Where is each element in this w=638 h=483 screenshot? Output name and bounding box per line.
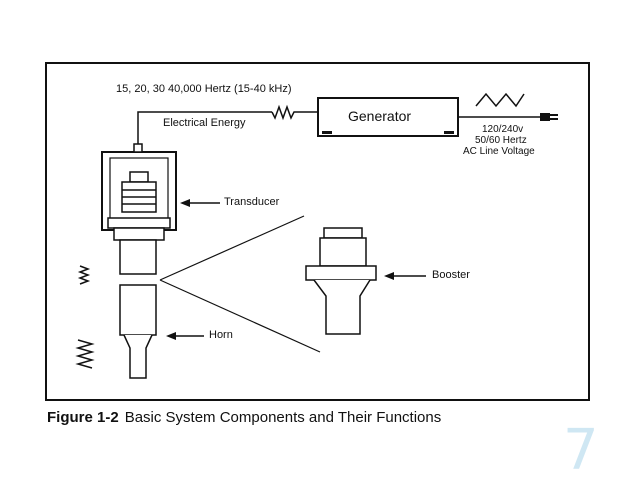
horn-arrow (166, 332, 204, 340)
transducer-stack (107, 171, 171, 275)
page-number: 7 (563, 418, 599, 483)
frequency-label: 15, 20, 30 40,000 Hertz (15-40 kHz) (116, 83, 292, 95)
horn (119, 284, 157, 379)
plug-icon (540, 113, 558, 121)
figure-number: Figure 1-2 (47, 409, 119, 426)
power-label-line3: AC Line Voltage (463, 146, 535, 157)
transducer-label: Transducer (224, 196, 280, 208)
transducer-connector (133, 143, 143, 153)
zoom-lines (159, 215, 321, 353)
figure-caption-text: Basic System Components and Their Functi… (124, 409, 442, 426)
electrical-energy-label: Electrical Energy (163, 117, 246, 129)
electrical-wire (137, 104, 318, 148)
ac-input-wire (458, 92, 540, 118)
transducer-arrow (180, 199, 220, 207)
power-label-line1: 120/240v (482, 124, 524, 135)
figure-frame (45, 62, 590, 401)
figure-caption: Figure 1-2 Basic System Components and Th… (47, 409, 441, 426)
vibration-small-icon (77, 265, 91, 285)
power-label-line2: 50/60 Hertz (475, 135, 527, 146)
generator-label: Generator (348, 108, 412, 124)
vibration-large-icon (75, 339, 95, 369)
booster-label: Booster (432, 269, 470, 281)
booster-arrow (384, 272, 426, 280)
booster (305, 227, 377, 335)
horn-label: Horn (209, 329, 233, 341)
